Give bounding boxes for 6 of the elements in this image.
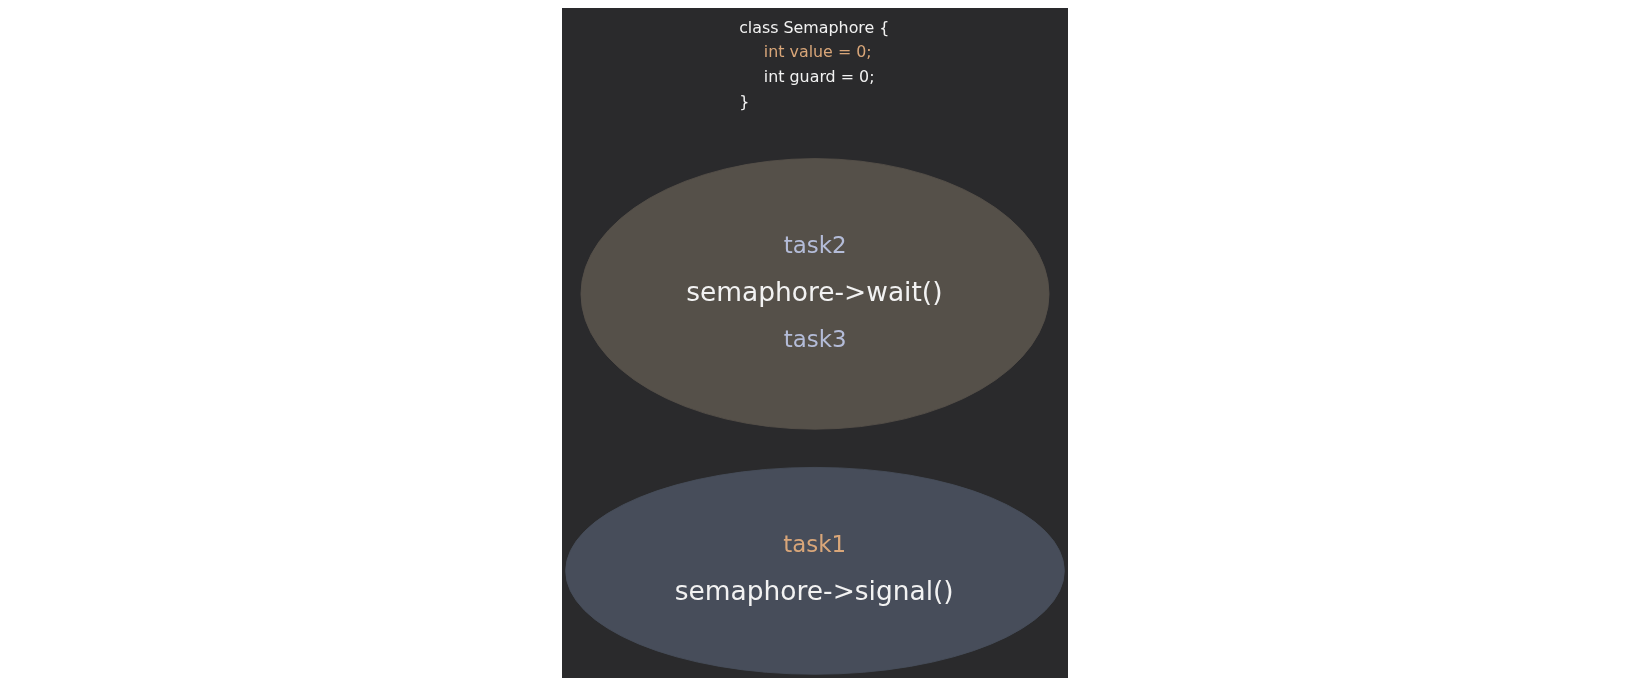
- label: }: [739, 92, 750, 112]
- label: class Semaphore {: [739, 18, 890, 38]
- node-ellipse: task2 semaphore->wait() task3: [580, 158, 1050, 430]
- node-ellipse: task1 semaphore->signal(): [565, 466, 1065, 675]
- label: int guard = 0;: [763, 66, 875, 86]
- label: int value = 0;: [763, 41, 872, 61]
